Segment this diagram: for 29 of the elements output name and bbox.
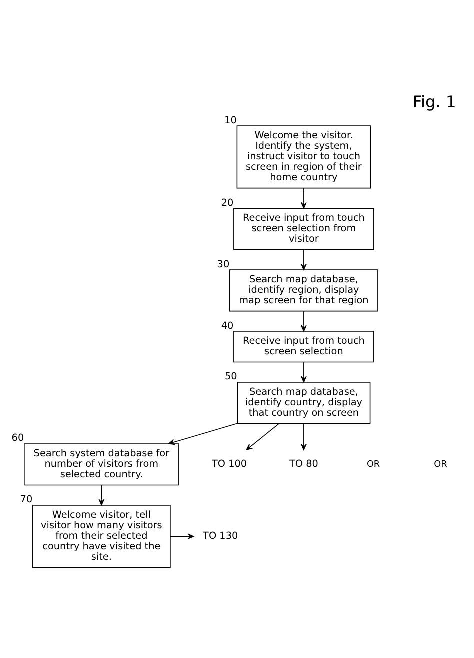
arrow — [301, 361, 307, 382]
node-label: 40 — [221, 320, 234, 332]
node-text: TO 130 — [203, 530, 238, 542]
arrow — [246, 422, 280, 450]
node-text: TO 100 — [212, 458, 248, 470]
arrow — [168, 422, 238, 445]
node-label: 50 — [224, 371, 238, 382]
node-text: TO 80 — [289, 458, 318, 470]
arrow — [301, 188, 307, 208]
label: OR — [434, 459, 448, 470]
node-label: 60 — [12, 432, 24, 444]
arrow — [301, 249, 307, 270]
node-box: Welcome the visitor. Identify the system, instruct visitor to touch screen in region of their home country — [236, 125, 372, 188]
diagram-title: Fig. 1 — [412, 92, 456, 111]
node-box: Receive input from touch screen selection — [234, 330, 374, 362]
node-box: Receive input from touch screen selection from visitor — [234, 208, 374, 250]
node-label: 70 — [20, 494, 33, 506]
arrow — [301, 310, 307, 332]
arrow — [98, 484, 105, 506]
node-box: Welcome visitor, tell visitor how many visitors from their selected country have visited the site. — [32, 504, 171, 568]
node-label: 20 — [221, 197, 234, 208]
node-box: Search system database for number of visitors from selected country. — [24, 443, 180, 486]
label: OR — [366, 459, 380, 470]
node-label: 30 — [217, 258, 230, 270]
node-label: 10 — [224, 114, 237, 126]
node-box: Search map database, identify country, display that country on screen — [237, 382, 371, 424]
arrow — [170, 533, 194, 540]
node-box: Search map database, identify region, display map screen for that region — [230, 269, 378, 312]
arrow — [301, 422, 307, 450]
